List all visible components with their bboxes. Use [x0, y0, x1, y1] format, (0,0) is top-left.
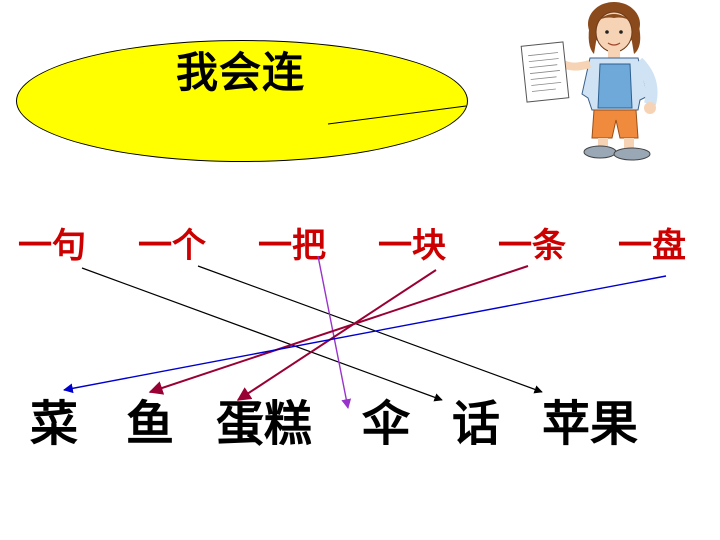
noun-san: 伞 — [362, 396, 411, 452]
measure-word-yige: 一个 — [138, 226, 206, 266]
measure-word-yitiao: 一条 — [498, 226, 566, 266]
noun-hua: 话 — [452, 396, 501, 452]
page-title: 我会连 — [176, 48, 306, 97]
noun-pingguo: 苹果 — [542, 396, 639, 452]
connection-yipan-cai — [63, 275, 667, 394]
noun-cai: 菜 — [30, 396, 79, 452]
noun-yu: 鱼 — [126, 396, 175, 452]
measure-word-yiba: 一把 — [258, 226, 326, 266]
girl-illustration — [520, 2, 658, 161]
title-oval — [16, 40, 468, 162]
connection-yiju-hua — [81, 267, 443, 402]
connection-yikuai-dangao — [236, 269, 437, 401]
measure-word-yipan: 一盘 — [618, 226, 686, 266]
measure-word-yiju: 一句 — [18, 226, 86, 266]
connection-yige-pingguo — [197, 265, 543, 394]
measure-word-yikuai: 一块 — [378, 226, 446, 266]
connection-yitiao-yu — [148, 265, 529, 395]
noun-dangao: 蛋糕 — [216, 396, 313, 452]
